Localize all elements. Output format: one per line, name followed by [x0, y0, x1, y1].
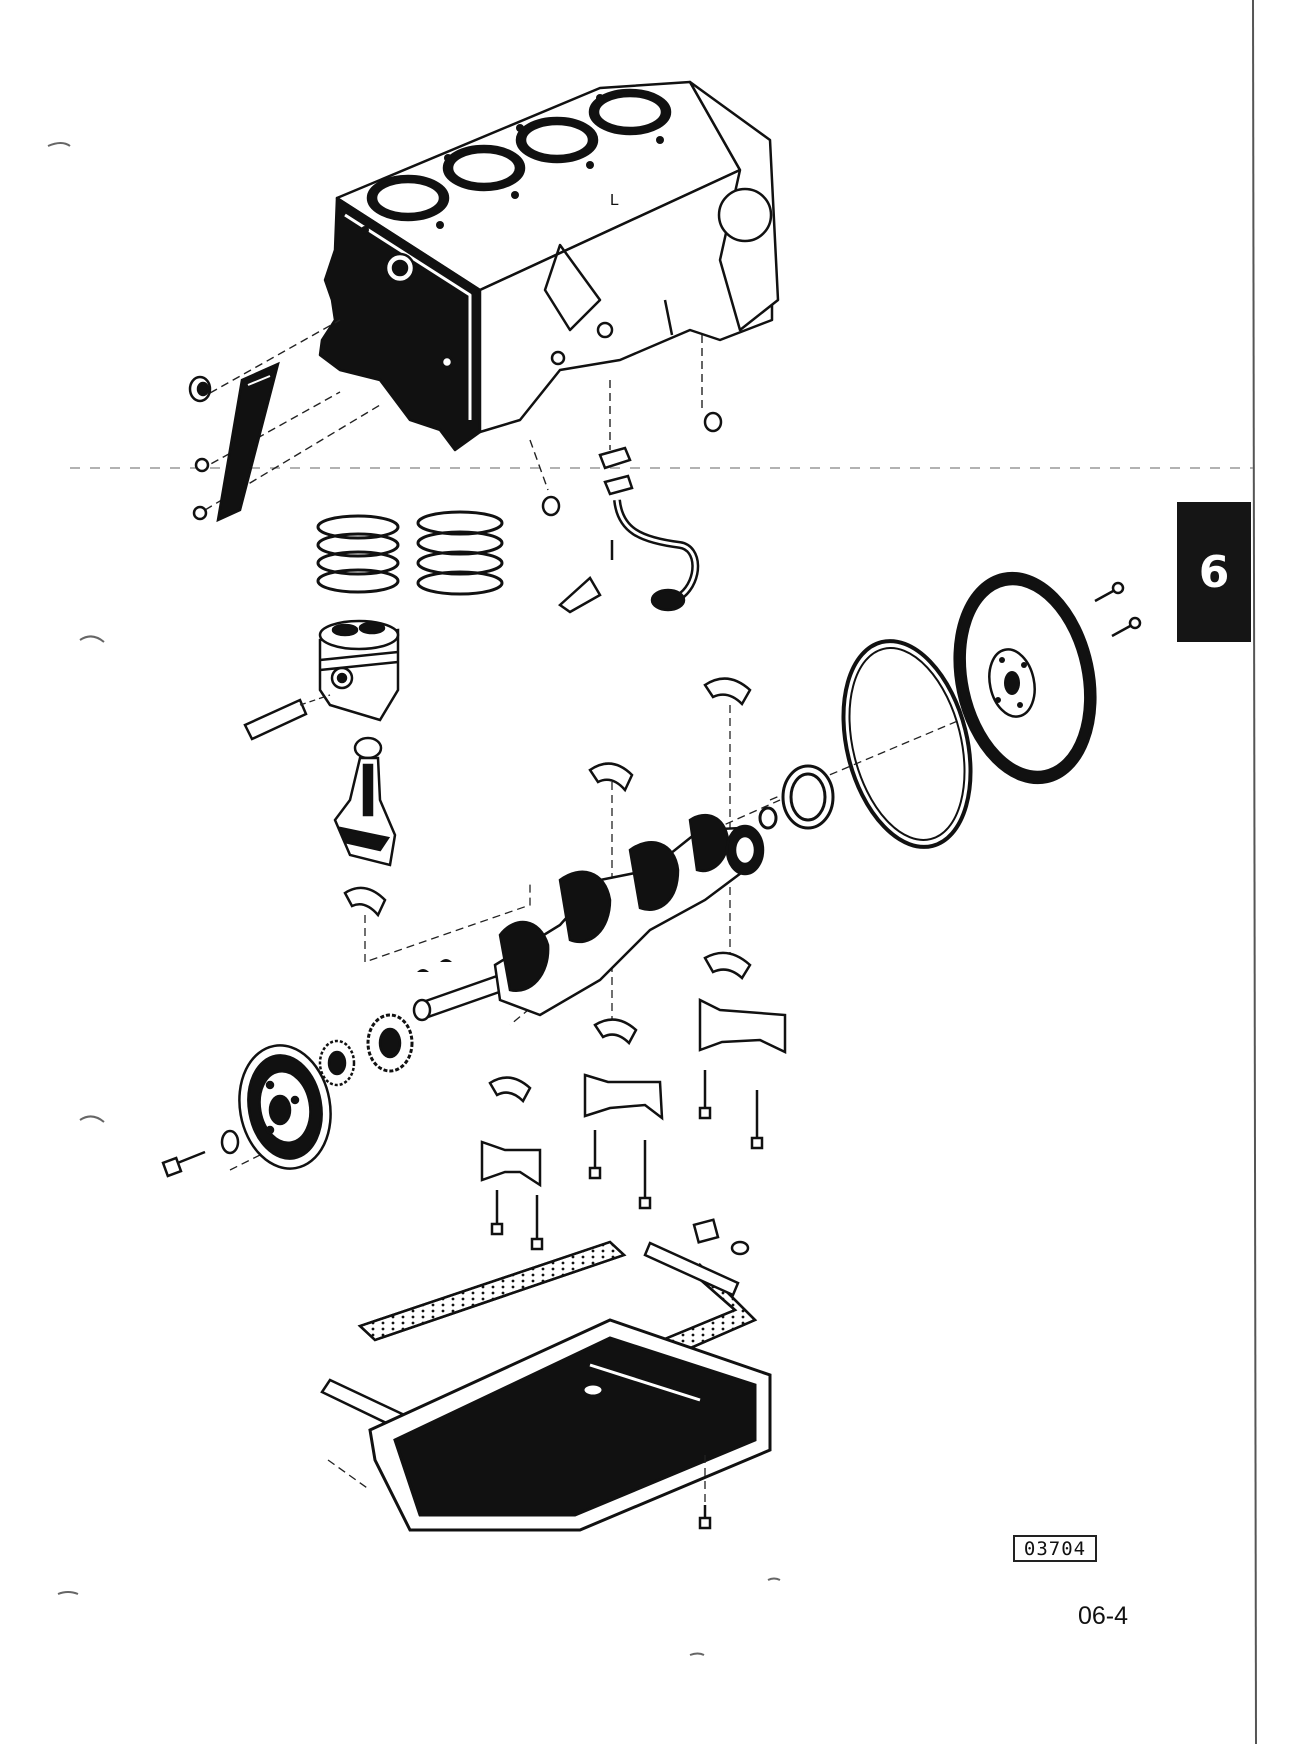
block-letter-label: L	[610, 192, 619, 209]
margin-marks	[47, 142, 781, 1656]
section-tab: 6	[1177, 502, 1251, 642]
main-bearing-shells	[488, 677, 752, 1104]
crankshaft-drawing	[412, 814, 765, 1022]
page-number: 06-4	[1078, 1602, 1129, 1630]
crank-bolt-drawing	[161, 1129, 240, 1178]
woodruff-keys	[417, 959, 452, 972]
ring-gear-drawing	[841, 639, 973, 849]
main-bearing-caps	[480, 997, 787, 1188]
flywheel-drawing	[953, 571, 1097, 785]
timing-sprocket-drawing	[318, 1013, 414, 1087]
figure-reference-number: 03704	[1013, 1535, 1097, 1562]
rod-bearing-drawing	[343, 886, 387, 918]
engine-block-drawing	[318, 80, 780, 452]
rear-seal-drawing	[758, 764, 835, 830]
piston-pin-drawing	[243, 698, 308, 741]
cap-bolts	[490, 1070, 764, 1251]
block-leader-lines	[199, 319, 703, 511]
oil-pickup-drawing	[557, 446, 700, 614]
page-edge-line	[1252, 0, 1257, 1744]
piston-rings-drawing	[316, 510, 504, 596]
piston-drawing	[318, 619, 400, 722]
drain-plug-drawing	[692, 1218, 750, 1256]
sump-bolt	[698, 1505, 712, 1530]
oil-pan-drawing	[368, 1318, 772, 1532]
crank-pulley-drawing	[238, 1044, 332, 1170]
flywheel-bolts	[1094, 581, 1142, 638]
connecting-rod-drawing	[333, 736, 397, 867]
block-fittings	[188, 361, 723, 523]
sump-leader-lines	[327, 1455, 706, 1505]
